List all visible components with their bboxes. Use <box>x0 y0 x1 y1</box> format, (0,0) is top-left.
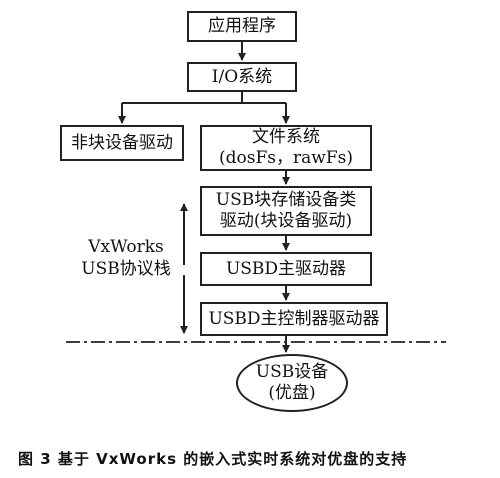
usbd-host-controller-box: USBD主控制器驱动器 <box>200 302 388 336</box>
application-box: 应用程序 <box>187 11 297 42</box>
usbd-driver-box: USBD主驱动器 <box>200 252 372 286</box>
usb-mass-storage-driver-box: USB块存储设备类 驱动(块设备驱动) <box>200 186 372 236</box>
usb-device-sub-label: (优盘) <box>268 383 316 403</box>
usb-mass-storage-label: USB块存储设备类 <box>215 190 357 210</box>
usbd-driver-label: USBD主驱动器 <box>225 258 347 279</box>
application-label: 应用程序 <box>208 16 276 36</box>
file-system-types-label: (dosFs，rawFs) <box>219 148 353 168</box>
usb-device-label: USB设备 <box>255 362 329 382</box>
vxworks-usb-stack-label: VxWorks USB协议栈 <box>76 236 176 280</box>
io-system-box: I/O系统 <box>187 62 297 92</box>
non-block-driver-label: 非块设备驱动 <box>71 132 173 153</box>
figure-caption: 图 3 基于 VxWorks 的嵌入式实时系统对优盘的支持 <box>18 450 408 468</box>
file-system-label: 文件系统 <box>252 127 320 147</box>
io-system-label: I/O系统 <box>211 66 273 87</box>
usbd-host-controller-label: USBD主控制器驱动器 <box>208 308 380 329</box>
usb-device-ellipse: USB设备 (优盘) <box>236 354 348 412</box>
non-block-driver-box: 非块设备驱动 <box>60 125 184 161</box>
file-system-box: 文件系统 (dosFs，rawFs) <box>200 125 372 171</box>
vxworks-label: VxWorks <box>88 237 164 257</box>
usb-stack-label: USB协议栈 <box>81 259 171 279</box>
usb-mass-storage-sub-label: 驱动(块设备驱动) <box>219 211 353 231</box>
